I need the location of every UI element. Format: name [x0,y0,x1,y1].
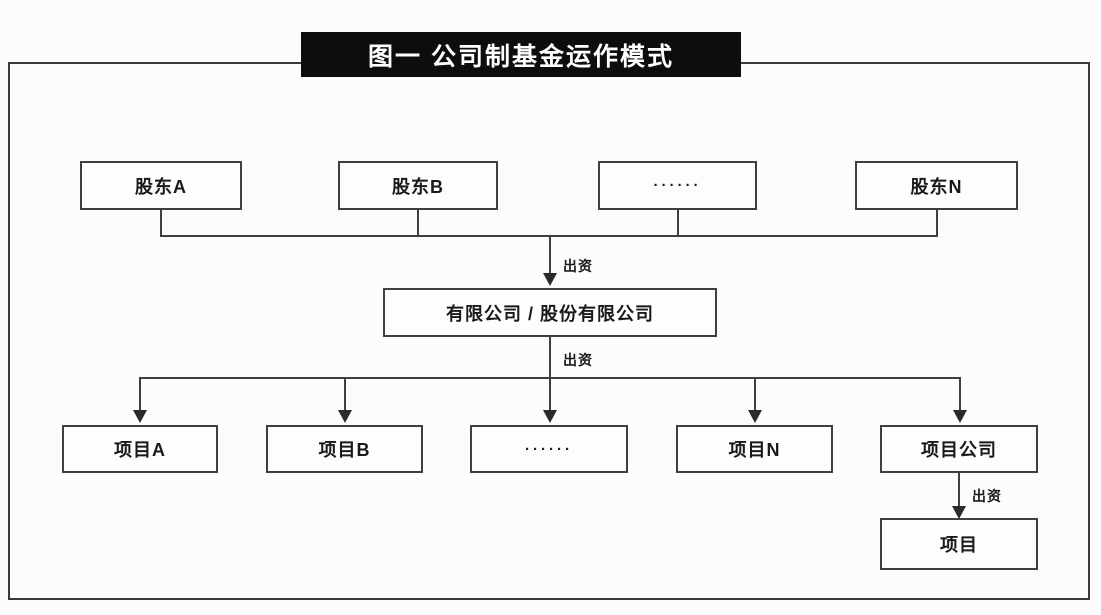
node-project-company: 项目公司 [880,425,1038,473]
connector-company-to-bus [549,337,551,379]
node-shareholder-a: 股东A [80,161,242,210]
connector-shareholder-n-stub [936,210,938,237]
arrowhead-project-ellipsis [543,410,557,423]
connector-shareholder-a-stub [160,210,162,237]
edge-label-company-to-projects: 出资 [563,352,593,368]
node-project-a: 项目A [62,425,218,473]
arrowhead-project-company [953,410,967,423]
arrowhead-project-a [133,410,147,423]
node-project-ellipsis: ······ [470,425,628,473]
arrowhead-project-b [338,410,352,423]
connector-drop-project-a [139,377,141,412]
node-shareholder-n: 股东N [855,161,1018,210]
connector-shareholder-ellipsis-stub [677,210,679,237]
connector-bus-to-company [549,235,551,275]
edge-label-project-company-to-project: 出资 [972,488,1002,504]
node-shareholder-b: 股东B [338,161,498,210]
arrowhead-project-n [748,410,762,423]
figure-title-banner: 图一 公司制基金运作模式 [301,32,741,77]
edge-label-shareholders-to-company: 出资 [563,258,593,274]
connector-shareholder-b-stub [417,210,419,237]
arrowhead-to-sub-project [952,506,966,519]
node-shareholder-ellipsis: ······ [598,161,757,210]
connector-drop-project-company [959,377,961,412]
connector-drop-project-b [344,377,346,412]
arrowhead-to-company [543,273,557,286]
node-sub-project: 项目 [880,518,1038,570]
connector-drop-project-n [754,377,756,412]
connector-drop-project-ellipsis [549,377,551,412]
node-project-n: 项目N [676,425,833,473]
node-company: 有限公司 / 股份有限公司 [383,288,717,337]
node-project-b: 项目B [266,425,423,473]
connector-project-company-to-project [958,473,960,509]
